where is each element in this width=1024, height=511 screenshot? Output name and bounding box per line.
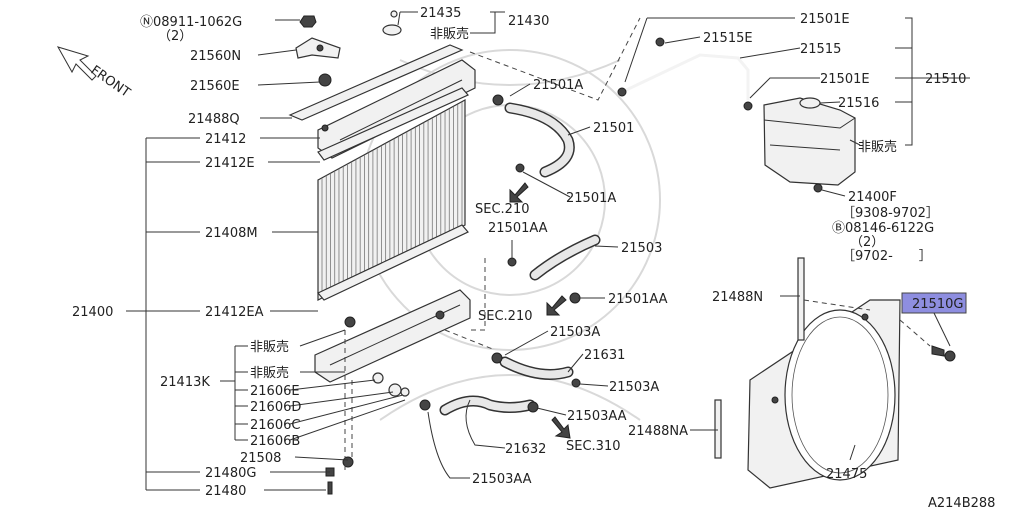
leader-lines <box>126 11 970 491</box>
upper-hose <box>492 94 575 178</box>
label-21560E: 21560E <box>190 79 240 94</box>
seal-strip-21488N <box>797 257 805 341</box>
label-21408M: 21408M <box>205 226 258 241</box>
shroud-bolt <box>931 345 956 362</box>
label-not-for-sale-3: 非販売 <box>430 26 469 42</box>
label-21413K: 21413K <box>160 375 210 390</box>
label-21510G: 21510G <box>912 297 963 312</box>
seal-strip-dash <box>803 299 871 311</box>
label-21412E: 21412E <box>205 156 255 171</box>
label-21480: 21480 <box>205 484 246 499</box>
gasket-upper <box>317 87 469 161</box>
label-21501AA-2: 21501AA <box>608 292 668 307</box>
label-21435: 21435 <box>420 6 461 21</box>
label-08146: Ⓑ08146-6122G <box>832 221 934 236</box>
label-08911-qty: （2） <box>158 29 192 44</box>
hose-21632 <box>419 395 539 416</box>
reservoir-tank <box>763 97 856 193</box>
radiator-core <box>317 98 466 301</box>
label-21606E: 21606E <box>250 384 300 399</box>
label-sec210-a: SEC.210 <box>475 202 530 217</box>
label-21501A-2: 21501A <box>566 191 616 206</box>
label-21606C: 21606C <box>250 418 300 433</box>
sec310-arrow-icon <box>551 416 571 439</box>
label-21430: 21430 <box>508 14 549 29</box>
label-21412: 21412 <box>205 132 246 147</box>
bushing-21560E <box>318 73 332 87</box>
lower-hose-dash <box>470 258 486 331</box>
label-21488Q: 21488Q <box>188 112 240 127</box>
drawing-code: A214B288 <box>928 496 995 511</box>
label-21400F: 21400F <box>848 190 897 205</box>
seal-strip-21488NA <box>714 399 722 459</box>
seal-strip-top <box>288 44 464 121</box>
drain-parts <box>325 372 410 495</box>
label-21606D: 21606D <box>250 400 301 415</box>
label-21632: 21632 <box>505 442 546 457</box>
label-not-for-sale-1: 非販売 <box>250 339 289 355</box>
callout-labels: Ⓝ08911-1062G （2） 21560N 21560E 21488Q 21… <box>72 6 966 499</box>
label-21515: 21515 <box>800 42 841 57</box>
label-21503AA-1: 21503AA <box>567 409 627 424</box>
label-21503A-1: 21503A <box>550 325 600 340</box>
front-arrow-icon <box>56 46 97 81</box>
label-21510: 21510 <box>925 72 966 87</box>
hose-21631 <box>491 352 581 388</box>
label-21501: 21501 <box>593 121 634 136</box>
sec210b-arrow-icon <box>546 295 567 316</box>
label-08146-qty: （2） <box>850 235 884 250</box>
label-not-for-sale-4: 非販売 <box>858 139 897 155</box>
label-21488N: 21488N <box>712 290 763 305</box>
label-21516: 21516 <box>838 96 879 111</box>
direction-label: FRONT <box>88 63 133 101</box>
label-sec310: SEC.310 <box>566 439 621 454</box>
label-not-for-sale-2: 非販売 <box>250 365 289 381</box>
label-21501E-1: 21501E <box>800 12 850 27</box>
label-21503: 21503 <box>621 241 662 256</box>
hose-21631-dash <box>444 329 496 351</box>
sec210-arrow-icon <box>509 182 529 203</box>
label-9308-9702: ［9308-9702］ <box>842 206 939 221</box>
label-21631: 21631 <box>584 348 625 363</box>
label-21480G: 21480G <box>205 466 256 481</box>
label-21503AA-2: 21503AA <box>472 472 532 487</box>
reservoir-hose <box>617 37 753 111</box>
label-21508: 21508 <box>240 451 281 466</box>
label-21412EA: 21412EA <box>205 305 264 320</box>
shroud-bolt-dash <box>899 319 931 347</box>
label-21560N: 21560N <box>190 49 241 64</box>
lower-hose <box>507 234 601 304</box>
label-21488NA: 21488NA <box>628 424 688 439</box>
label-21501E-2: 21501E <box>820 72 870 87</box>
label-21501A-1: 21501A <box>533 78 583 93</box>
radiator-upper-tank <box>317 59 476 159</box>
label-21606B: 21606B <box>250 434 300 449</box>
label-21400: 21400 <box>72 305 113 320</box>
nut-08911 <box>299 15 317 28</box>
label-21501AA-1: 21501AA <box>488 221 548 236</box>
label-21515E: 21515E <box>703 31 753 46</box>
gasket-lower <box>317 224 469 301</box>
radiator-cap <box>382 10 402 36</box>
bracket-21560N <box>295 37 341 59</box>
upper-hose-dash <box>469 17 641 101</box>
label-21503A-2: 21503A <box>609 380 659 395</box>
fan-shroud <box>747 299 901 489</box>
label-08911: Ⓝ08911-1062G <box>140 15 242 30</box>
label-21475: 21475 <box>826 467 867 482</box>
drain-dash <box>344 330 353 470</box>
label-sec210-b: SEC.210 <box>478 309 533 324</box>
label-9702: ［9702- ］ <box>842 249 932 264</box>
